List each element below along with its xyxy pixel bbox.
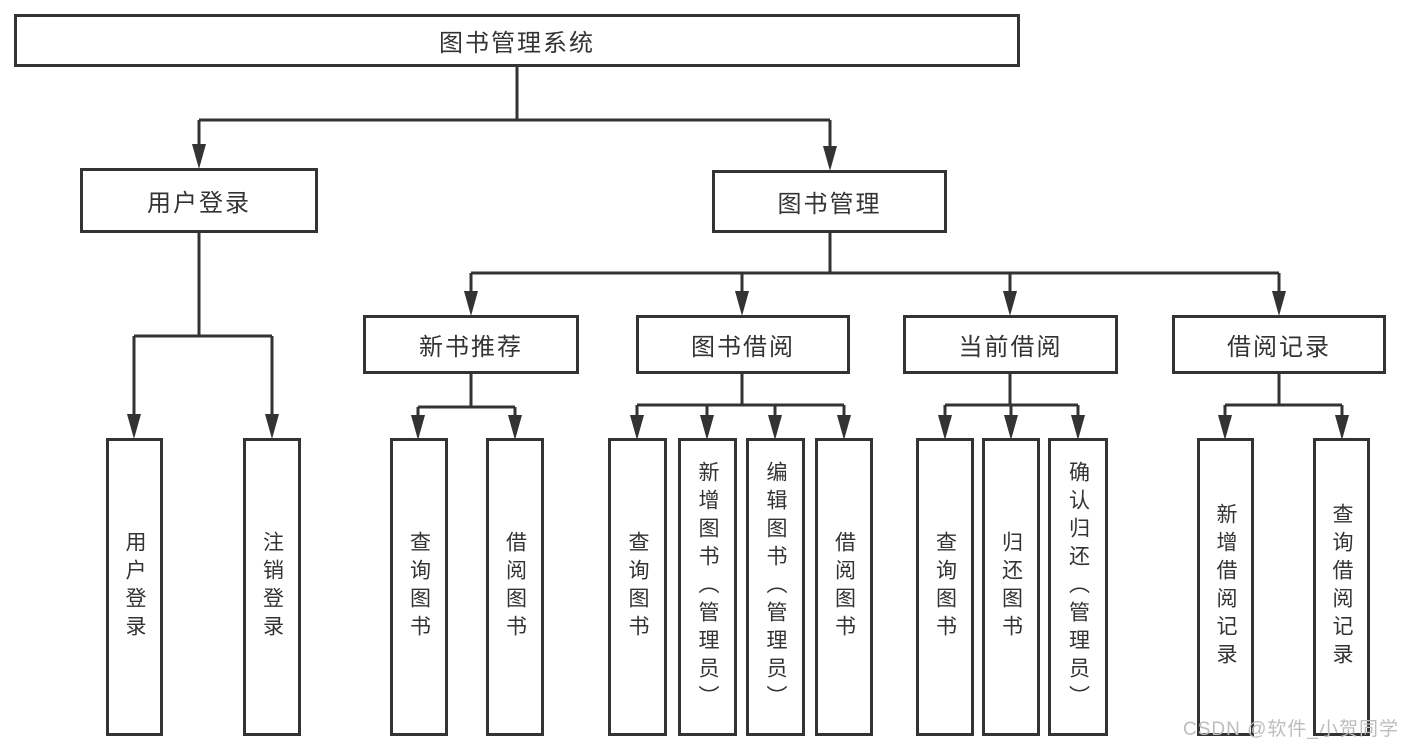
node-label: 查询图书 xyxy=(407,531,431,643)
node-add-books-admin: 新增图书（管理员） xyxy=(678,438,737,736)
node-label: 当前借阅 xyxy=(958,334,1063,361)
arrowhead-icon xyxy=(823,146,837,171)
arrowhead-icon xyxy=(1335,415,1349,440)
arrowhead-group xyxy=(127,144,1349,440)
node-label: 图书管理 xyxy=(777,191,882,218)
node-borrow-books-2: 借阅图书 xyxy=(815,438,873,736)
node-user-login: 用户登录 xyxy=(80,168,318,233)
node-edit-books-admin: 编辑图书（管理员） xyxy=(746,438,805,736)
arrowhead-icon xyxy=(735,291,749,316)
node-label: 新增图书（管理员） xyxy=(696,461,719,713)
node-new-book-recommend: 新书推荐 xyxy=(363,315,579,374)
arrowhead-icon xyxy=(768,415,782,440)
connector-path-group xyxy=(132,66,1344,417)
csdn-watermark: CSDN @软件_小贺同学 xyxy=(1183,719,1399,740)
arrowhead-icon xyxy=(192,144,206,169)
node-confirm-return-admin: 确认归还（管理员） xyxy=(1048,438,1108,736)
node-query-books-2: 查询图书 xyxy=(608,438,667,736)
node-label: 确认归还（管理员） xyxy=(1066,461,1090,713)
node-user-login-leaf: 用户登录 xyxy=(106,438,163,736)
node-add-borrow-record: 新增借阅记录 xyxy=(1197,438,1254,736)
node-logout: 注销登录 xyxy=(243,438,301,736)
node-label: 查询借阅记录 xyxy=(1330,503,1353,671)
node-borrow-records: 借阅记录 xyxy=(1172,315,1386,374)
arrowhead-icon xyxy=(938,415,952,440)
node-label: 新书推荐 xyxy=(419,334,523,361)
node-return-books: 归还图书 xyxy=(982,438,1040,736)
arrowhead-icon xyxy=(127,414,141,439)
node-borrow-books-1: 借阅图书 xyxy=(486,438,544,736)
arrowhead-icon xyxy=(837,415,851,440)
node-label: 注销登录 xyxy=(260,531,284,643)
node-label: 图书借阅 xyxy=(691,334,795,361)
arrowhead-icon xyxy=(1004,415,1018,440)
node-label: 编辑图书（管理员） xyxy=(764,461,787,713)
node-label: 图书管理系统 xyxy=(439,30,595,57)
node-query-books-1: 查询图书 xyxy=(390,438,448,736)
node-label: 借阅图书 xyxy=(503,531,527,643)
node-label: 借阅记录 xyxy=(1227,334,1331,361)
node-current-borrow: 当前借阅 xyxy=(903,315,1118,374)
node-query-books-3: 查询图书 xyxy=(916,438,974,736)
node-label: 新增借阅记录 xyxy=(1214,503,1237,671)
arrowhead-icon xyxy=(265,414,279,439)
arrowhead-icon xyxy=(1071,415,1085,440)
arrowhead-icon xyxy=(1218,415,1232,440)
arrowhead-icon xyxy=(1272,291,1286,316)
node-label: 借阅图书 xyxy=(832,531,856,643)
arrowhead-icon xyxy=(700,415,714,440)
node-query-borrow-record: 查询借阅记录 xyxy=(1313,438,1370,736)
node-label: 用户登录 xyxy=(147,190,251,217)
arrowhead-icon xyxy=(630,415,644,440)
node-label: 归还图书 xyxy=(999,531,1023,643)
node-label: 查询图书 xyxy=(626,531,649,643)
node-book-borrow: 图书借阅 xyxy=(636,315,850,374)
node-label: 用户登录 xyxy=(123,531,146,643)
node-library-system: 图书管理系统 xyxy=(14,14,1020,67)
arrowhead-icon xyxy=(464,291,478,316)
arrowhead-icon xyxy=(1003,291,1017,316)
arrowhead-icon xyxy=(508,415,522,440)
node-book-management: 图书管理 xyxy=(712,170,947,233)
arrowhead-icon xyxy=(411,415,425,440)
node-label: 查询图书 xyxy=(933,531,957,643)
